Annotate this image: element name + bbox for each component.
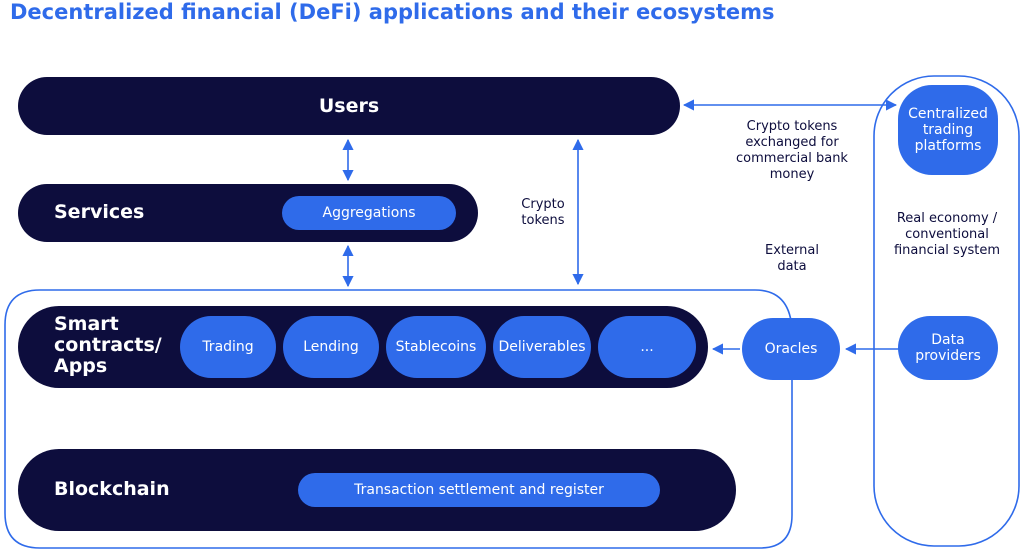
services-layer: Services Aggregations: [18, 184, 478, 242]
diagram-title: Decentralized financial (DeFi) applicati…: [10, 0, 775, 24]
data-providers-node: Data providers: [898, 316, 998, 380]
app-more: ...: [598, 316, 696, 378]
blockchain-layer: Blockchain Transaction settlement and re…: [18, 449, 736, 531]
services-label: Services: [54, 201, 145, 223]
blockchain-label: Blockchain: [54, 478, 170, 500]
exchanged-note: Crypto tokens exchanged for commercial b…: [736, 119, 848, 182]
app-trading: Trading: [180, 316, 276, 378]
users-label: Users: [318, 95, 380, 117]
smart-contracts-layer: Smart contracts/ Apps Trading Lending St…: [18, 306, 708, 388]
centralized-platforms-node: Centralized trading platforms: [898, 85, 998, 175]
defi-core-frame: [4, 289, 793, 549]
crypto-tokens-note: Crypto tokens: [521, 197, 565, 228]
external-data-note: External data: [765, 243, 819, 274]
smart-contracts-label: Smart contracts/ Apps: [54, 313, 162, 377]
aggregations-pill: Aggregations: [282, 196, 456, 230]
real-economy-frame: [873, 75, 1020, 547]
users-layer: Users: [18, 77, 680, 135]
app-lending: Lending: [283, 316, 379, 378]
oracles-node: Oracles: [742, 318, 840, 380]
app-stablecoins: Stablecoins: [386, 316, 486, 378]
app-deliverables: Deliverables: [493, 316, 591, 378]
real-economy-label: Real economy / conventional financial sy…: [893, 211, 1001, 258]
transaction-settlement-pill: Transaction settlement and register: [298, 473, 660, 507]
